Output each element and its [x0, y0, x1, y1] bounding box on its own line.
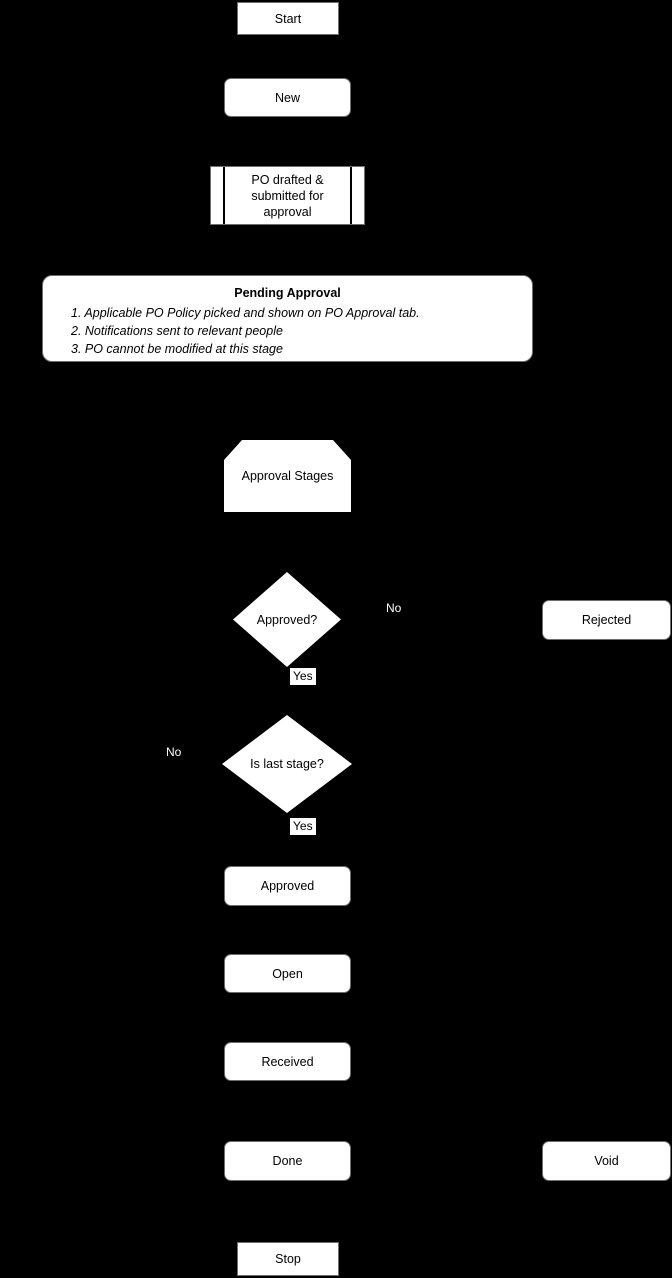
- edge-label-approved-yes: Yes: [290, 668, 316, 685]
- edge-label-last-stage-no: No: [166, 745, 182, 759]
- node-received-label: Received: [261, 1054, 314, 1069]
- node-approved-decision-label: Approved?: [256, 612, 318, 627]
- node-new-label: New: [274, 90, 300, 105]
- node-approved: Approved: [224, 866, 351, 906]
- edge-label-last-stage-yes: Yes: [290, 818, 316, 835]
- node-pending-approval: Pending Approval 1. Applicable PO Policy…: [42, 275, 533, 362]
- node-done-label: Done: [272, 1154, 303, 1168]
- node-approved-label: Approved: [260, 879, 315, 893]
- node-rejected-label: Rejected: [581, 613, 632, 627]
- node-po-drafted: PO drafted & submitted for approval: [210, 166, 365, 225]
- pending-approval-note-1: 1. Applicable PO Policy picked and shown…: [71, 306, 420, 320]
- node-open-label: Open: [272, 966, 303, 981]
- node-stop-label: Stop: [275, 1252, 301, 1266]
- node-open: Open: [224, 954, 351, 993]
- node-start-label: Start: [274, 11, 302, 26]
- node-approval-stages-label: Approval Stages: [241, 469, 334, 483]
- pending-approval-note-2: 2. Notifications sent to relevant people: [71, 324, 283, 338]
- node-approved-decision: Approved?: [233, 572, 341, 667]
- node-is-last-stage-label: Is last stage?: [250, 757, 324, 771]
- predefined-process-bar-right: [350, 167, 352, 224]
- node-stop: Stop: [237, 1242, 339, 1276]
- node-void: Void: [542, 1141, 671, 1181]
- node-po-drafted-label: PO drafted & submitted for approval: [251, 172, 324, 219]
- pending-approval-note-3: 3. PO cannot be modified at this stage: [71, 342, 283, 356]
- predefined-process-bar-left: [223, 167, 225, 224]
- node-void-label: Void: [594, 1154, 619, 1168]
- node-new: New: [224, 78, 351, 117]
- pending-approval-title: Pending Approval: [234, 286, 341, 300]
- edge-label-approved-no: No: [386, 601, 402, 615]
- node-approval-stages: Approval Stages: [224, 440, 351, 512]
- node-start: Start: [237, 2, 339, 35]
- node-rejected: Rejected: [542, 600, 671, 640]
- node-received: Received: [224, 1042, 351, 1081]
- node-done: Done: [224, 1141, 351, 1181]
- node-is-last-stage-decision: Is last stage?: [222, 715, 352, 813]
